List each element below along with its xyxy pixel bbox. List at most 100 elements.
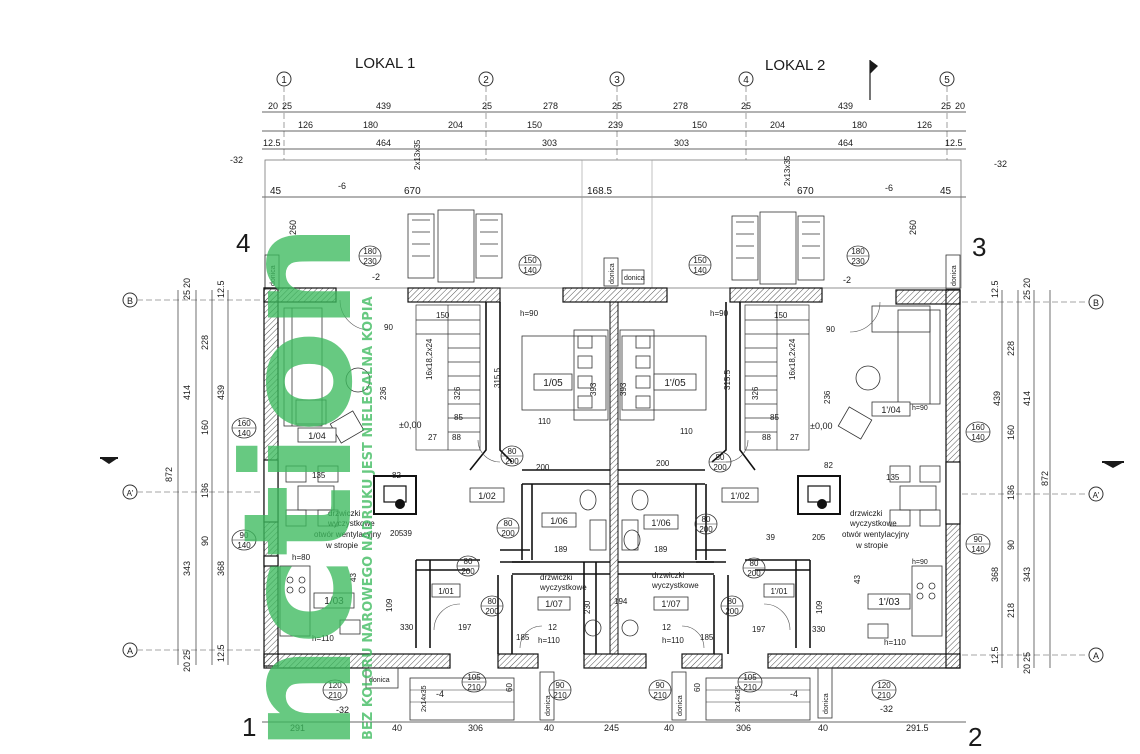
planter-top-center-1: donica bbox=[603, 257, 619, 287]
svg-text:204: 204 bbox=[770, 120, 785, 130]
svg-text:1'/06: 1'/06 bbox=[651, 518, 670, 528]
svg-text:194: 194 bbox=[614, 597, 628, 606]
svg-text:12.5: 12.5 bbox=[263, 138, 281, 148]
planter-top-center-2: donica bbox=[621, 269, 645, 285]
axis-bubble-Aprime-left: A' bbox=[122, 484, 138, 500]
svg-text:39: 39 bbox=[766, 533, 775, 542]
svg-text:200: 200 bbox=[536, 463, 550, 472]
svg-text:210: 210 bbox=[653, 691, 667, 700]
svg-text:20: 20 bbox=[955, 101, 965, 111]
height-h90-left: h=90 bbox=[520, 309, 539, 318]
svg-text:donica: donica bbox=[624, 275, 645, 282]
svg-text:210: 210 bbox=[877, 691, 891, 700]
svg-text:439: 439 bbox=[992, 391, 1002, 406]
svg-text:80: 80 bbox=[508, 447, 517, 456]
svg-text:88: 88 bbox=[452, 433, 461, 442]
svg-text:20: 20 bbox=[268, 101, 278, 111]
section-marker-right bbox=[1102, 461, 1124, 468]
terrace-furniture-left bbox=[407, 209, 503, 283]
svg-text:82: 82 bbox=[824, 461, 833, 470]
svg-text:315.5: 315.5 bbox=[493, 367, 502, 388]
svg-text:4: 4 bbox=[743, 75, 749, 86]
height-h110-wc-right: h=110 bbox=[662, 636, 684, 645]
svg-text:1'/04: 1'/04 bbox=[881, 405, 900, 415]
svg-text:20: 20 bbox=[182, 662, 192, 672]
level-terrace-right: -6 bbox=[885, 183, 893, 193]
svg-text:80: 80 bbox=[750, 559, 759, 568]
living-furniture-right bbox=[837, 305, 941, 527]
living-furniture-left bbox=[283, 307, 371, 527]
terrace-steps-left: 2x13x35 bbox=[413, 139, 422, 170]
svg-text:12: 12 bbox=[548, 623, 557, 632]
svg-text:1/07: 1/07 bbox=[545, 599, 563, 609]
room-1-04: 1/04 bbox=[297, 427, 337, 443]
svg-text:25: 25 bbox=[612, 101, 622, 111]
svg-text:1'/03: 1'/03 bbox=[878, 597, 900, 608]
svg-text:wyczystkowe: wyczystkowe bbox=[327, 519, 375, 528]
svg-text:12.5: 12.5 bbox=[990, 646, 1000, 664]
dimension-chains-top bbox=[262, 111, 966, 198]
room-1p-02: 1'/02 bbox=[721, 487, 759, 503]
svg-text:25: 25 bbox=[1022, 652, 1032, 662]
svg-text:donica: donica bbox=[609, 263, 616, 284]
dim-right-labels: 439 414 228 160 136 90 343 368 218 872 2… bbox=[990, 278, 1050, 674]
svg-text:236: 236 bbox=[823, 390, 832, 404]
svg-text:160: 160 bbox=[971, 423, 985, 432]
axis-bubble-B-right: B bbox=[1088, 294, 1104, 310]
svg-text:12.5: 12.5 bbox=[216, 644, 226, 662]
section-marker-top bbox=[869, 60, 878, 100]
svg-text:228: 228 bbox=[200, 335, 210, 350]
svg-text:160: 160 bbox=[200, 420, 210, 435]
svg-text:wyczystkowe: wyczystkowe bbox=[849, 519, 897, 528]
chimney-note-right: drzwiczki wyczystkowe otwór wentylacyjny… bbox=[842, 509, 909, 550]
bath-note-left: drzwiczki wyczystkowe bbox=[539, 573, 587, 592]
planter-front-right-1: donica bbox=[671, 671, 687, 721]
planter-front-right-2: donica bbox=[817, 667, 833, 719]
svg-text:1'/02: 1'/02 bbox=[730, 491, 749, 501]
svg-text:236: 236 bbox=[379, 386, 388, 400]
svg-text:278: 278 bbox=[543, 101, 558, 111]
axis-bubble-B-left: B bbox=[122, 292, 138, 308]
dim-260-right: 260 bbox=[908, 220, 918, 235]
svg-text:414: 414 bbox=[1022, 391, 1032, 406]
svg-text:872: 872 bbox=[164, 467, 174, 482]
dining-table-right bbox=[619, 329, 707, 421]
svg-text:180: 180 bbox=[852, 120, 867, 130]
svg-text:200: 200 bbox=[505, 457, 519, 466]
svg-text:150: 150 bbox=[693, 256, 707, 265]
svg-text:90: 90 bbox=[200, 536, 210, 546]
stairs-spec-left: 16x18,2x24 bbox=[425, 338, 434, 380]
axis-bubble-1: 1 bbox=[276, 71, 292, 160]
svg-text:90: 90 bbox=[656, 681, 665, 690]
svg-text:80: 80 bbox=[464, 557, 473, 566]
svg-text:82: 82 bbox=[392, 471, 401, 480]
svg-text:180: 180 bbox=[363, 247, 377, 256]
entry-steps-left: 2x14x35 bbox=[409, 677, 515, 721]
axis-bubble-3: 3 bbox=[609, 71, 625, 160]
room-1p-07: 1'/07 bbox=[653, 596, 689, 611]
room-1p-05: 1'/05 bbox=[653, 373, 697, 391]
height-h90-right: h=90 bbox=[710, 309, 729, 318]
svg-text:1/01: 1/01 bbox=[438, 587, 454, 596]
svg-text:160: 160 bbox=[237, 419, 251, 428]
room-1p-04: 1'/04 bbox=[871, 401, 911, 417]
planter-top-right: donica bbox=[945, 254, 961, 290]
svg-text:25: 25 bbox=[282, 101, 292, 111]
watermark-logo: nction bbox=[212, 223, 386, 752]
svg-text:27: 27 bbox=[790, 433, 799, 442]
svg-text:140: 140 bbox=[523, 266, 537, 275]
kitchen-right bbox=[867, 565, 943, 639]
svg-text:1/04: 1/04 bbox=[308, 431, 326, 441]
svg-text:150: 150 bbox=[527, 120, 542, 130]
svg-text:3: 3 bbox=[614, 75, 620, 86]
svg-text:180: 180 bbox=[851, 247, 865, 256]
dimension-chains-right bbox=[1001, 290, 1051, 668]
svg-text:85: 85 bbox=[770, 413, 779, 422]
svg-text:20: 20 bbox=[182, 278, 192, 288]
svg-text:200: 200 bbox=[485, 607, 499, 616]
svg-text:205: 205 bbox=[390, 529, 404, 538]
svg-text:136: 136 bbox=[1006, 485, 1016, 500]
svg-text:343: 343 bbox=[1022, 567, 1032, 582]
